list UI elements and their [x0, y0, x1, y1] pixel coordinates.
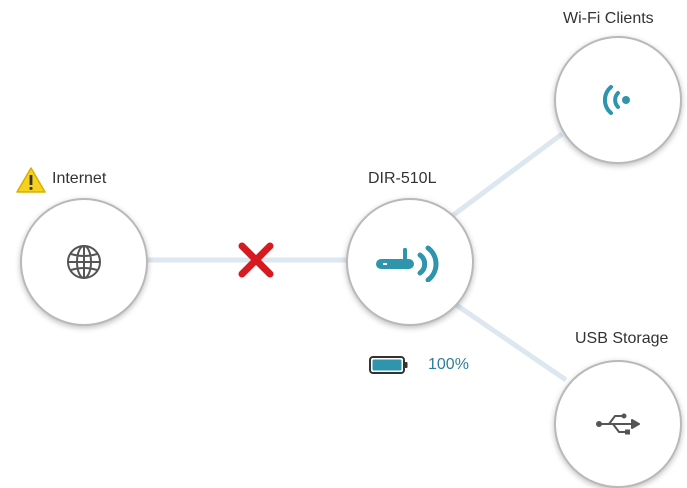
link-router-wifi — [450, 131, 564, 219]
warning-icon — [16, 167, 46, 193]
usb-storage-label: USB Storage — [575, 330, 669, 347]
router-wireless-icon — [376, 245, 439, 282]
link-router-usb — [450, 299, 568, 383]
internet-label: Internet — [52, 170, 107, 187]
internet-status — [16, 166, 46, 194]
internet-node[interactable] — [20, 198, 148, 326]
connection-error-mark — [237, 241, 275, 279]
wifi-clients-label: Wi-Fi Clients — [563, 10, 654, 27]
error-x-icon — [238, 242, 274, 278]
usb-storage-node[interactable] — [554, 360, 682, 488]
globe-icon — [67, 245, 101, 279]
battery-indicator — [369, 355, 409, 375]
battery-percent: 100% — [428, 356, 469, 373]
usb-icon — [596, 413, 640, 435]
wifi-signal-icon — [603, 85, 630, 115]
battery-icon — [369, 356, 408, 374]
wifi-clients-node[interactable] — [554, 36, 682, 164]
router-label: DIR-510L — [368, 170, 437, 187]
router-node[interactable] — [346, 198, 474, 326]
